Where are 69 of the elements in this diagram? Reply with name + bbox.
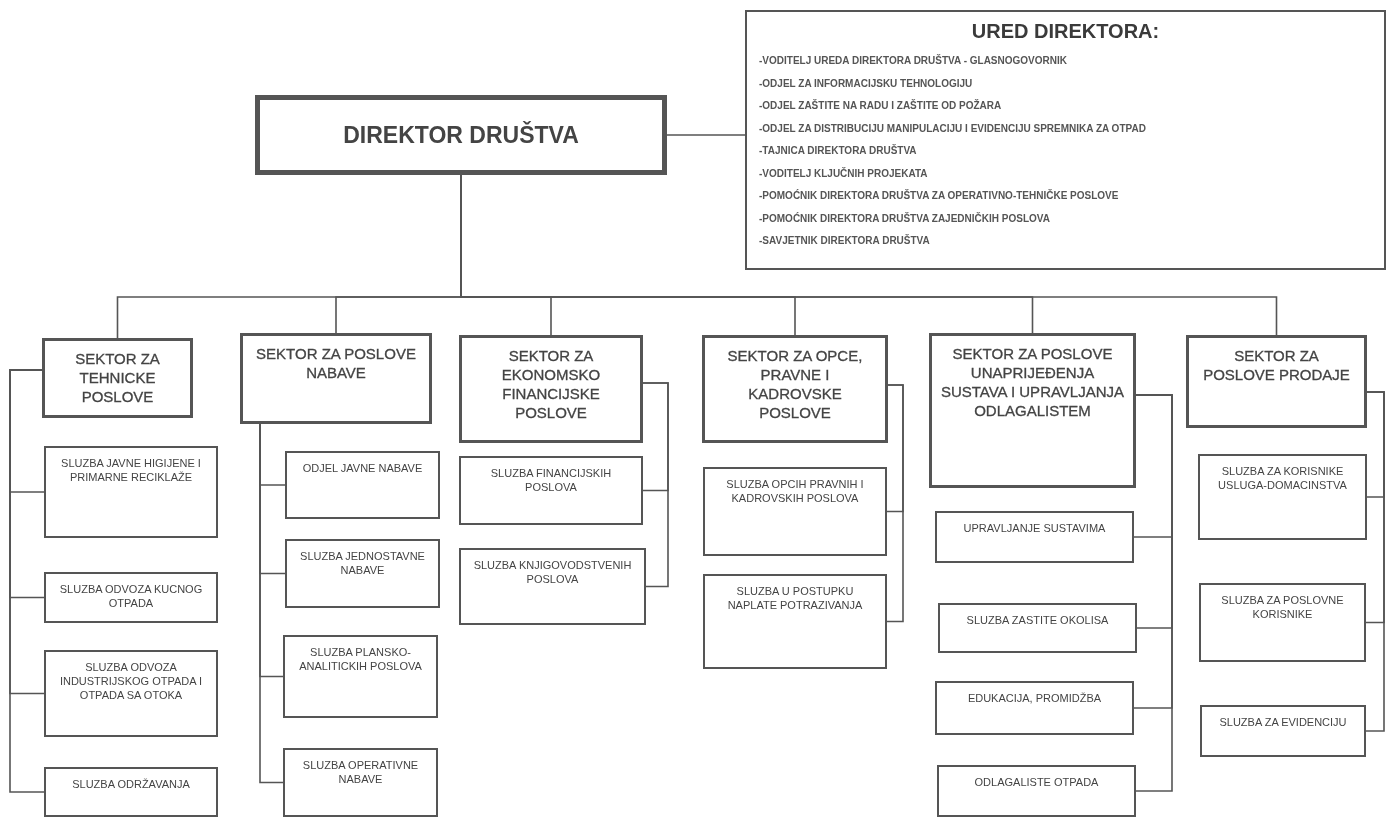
sector-box — [240, 333, 432, 424]
sector-title: SEKTOR ZA POSLOVE UNAPRIJEĐENJA SUSTAVA I UPRAVLJANJA ODLAGALISTEM — [940, 344, 1125, 420]
unit-box — [283, 635, 438, 718]
unit-box — [1199, 583, 1366, 662]
office-item: -ODJEL ZA DISTRIBUCIJU MANIPULACIJU I EVIDENCIJU SPREMNIKA ZA OTPAD — [759, 121, 1147, 136]
office-heading: URED DIREKTORA: — [970, 19, 1161, 44]
director-title: DIREKTOR DRUŠTVA — [343, 120, 579, 150]
director-box — [255, 95, 667, 175]
office-item: -SAVJETNIK DIREKTORA DRUŠTVA — [759, 233, 931, 248]
unit-title: ODLAGALISTE OTPADA — [974, 775, 1099, 789]
connector-line — [1365, 391, 1385, 732]
unit-title: SLUZBA OPERATIVNE NABAVE — [301, 758, 420, 786]
unit-box — [703, 574, 887, 669]
connector-line — [1135, 394, 1173, 792]
unit-title: SLUZBA ODRŽAVANJA — [72, 777, 190, 791]
unit-box — [937, 765, 1136, 817]
unit-title: SLUZBA ZA EVIDENCIJU — [1219, 715, 1347, 729]
unit-title: SLUZBA KNJIGOVODSTVENIH POSLOVA — [472, 558, 633, 586]
unit-box — [459, 456, 643, 525]
unit-title: EDUKACIJA, PROMIDŽBA — [967, 691, 1102, 705]
unit-box — [285, 451, 440, 519]
unit-title: SLUZBA ODVOZA KUCNOG OTPADA — [58, 582, 204, 610]
unit-box — [44, 572, 218, 623]
sector-title: SEKTOR ZA TEHNICKE POSLOVE — [74, 349, 161, 406]
office-item: -ODJEL ZAŠTITE NA RADU I ZAŠTITE OD POŽARA — [759, 98, 1003, 113]
unit-title: ODJEL JAVNE NABAVE — [302, 461, 423, 475]
unit-box — [703, 467, 887, 556]
sector-box — [459, 335, 643, 443]
office-item: -TAJNICA DIREKTORA DRUŠTVA — [759, 143, 918, 158]
unit-box — [1200, 705, 1366, 757]
unit-title: UPRAVLJANJE SUSTAVIMA — [963, 521, 1106, 535]
connector-line — [9, 369, 45, 793]
unit-title: SLUZBA JAVNE HIGIJENE I PRIMARNE RECIKLAŽE — [60, 456, 202, 484]
unit-title: SLUZBA ZASTITE OKOLISA — [966, 613, 1109, 627]
unit-title: SLUZBA U POSTUPKU NAPLATE POTRAZIVANJA — [726, 584, 864, 612]
unit-title: SLUZBA JEDNOSTAVNE NABAVE — [299, 549, 426, 577]
office-item: -VODITELJ UREDA DIREKTORA DRUŠTVA - GLASNOGOVORNIK — [759, 53, 1068, 68]
unit-box — [44, 650, 218, 737]
sector-box — [42, 338, 193, 418]
sector-title: SEKTOR ZA POSLOVE PRODAJE — [1202, 346, 1351, 384]
connector-line — [666, 134, 746, 136]
unit-title: SLUZBA OPCIH PRAVNIH I KADROVSKIH POSLOVA — [725, 477, 865, 505]
office-item: -ODJEL ZA INFORMACIJSKU TEHNOLOGIJU — [759, 76, 974, 91]
unit-box — [44, 446, 218, 538]
unit-title: SLUZBA ZA KORISNIKE USLUGA-DOMACINSTVA — [1217, 464, 1348, 492]
unit-title: SLUZBA ODVOZA INDUSTRIJSKOG OTPADA I OTPADA SA OTOKA — [58, 660, 204, 702]
unit-box — [283, 748, 438, 817]
unit-box — [459, 548, 646, 625]
office-item: -POMOĆNIK DIREKTORA DRUŠTVA ZA OPERATIVNO-TEHNIČKE POSLOVE — [759, 188, 1120, 203]
unit-title: SLUZBA FINANCIJSKIH POSLOVA — [489, 466, 613, 494]
office-item: -POMOĆNIK DIREKTORA DRUŠTVA ZAJEDNIČKIH POSLOVA — [759, 211, 1051, 226]
unit-box — [938, 603, 1137, 653]
connector-line — [642, 382, 669, 588]
unit-title: SLUZBA PLANSKO-ANALITICKIH POSLOVA — [298, 645, 423, 673]
unit-box — [1198, 454, 1367, 540]
unit-box — [935, 681, 1134, 735]
connector-line — [886, 384, 904, 623]
sector-box — [1186, 335, 1367, 428]
sector-title: SEKTOR ZA OPCE, PRAVNE I KADROVSKE POSLOVE — [726, 346, 864, 422]
sector-title: SEKTOR ZA POSLOVE NABAVE — [255, 344, 417, 382]
unit-box — [935, 511, 1134, 563]
unit-box — [44, 767, 218, 817]
office-item: -VODITELJ KLJUČNIH PROJEKATA — [759, 166, 929, 181]
unit-box — [285, 539, 440, 608]
sector-box — [702, 335, 888, 443]
office-panel — [745, 10, 1386, 270]
sector-title: SEKTOR ZA EKONOMSKO FINANCIJSKE POSLOVE — [500, 346, 602, 422]
unit-title: SLUZBA ZA POSLOVNE KORISNIKE — [1220, 593, 1345, 621]
sector-box — [929, 333, 1136, 488]
